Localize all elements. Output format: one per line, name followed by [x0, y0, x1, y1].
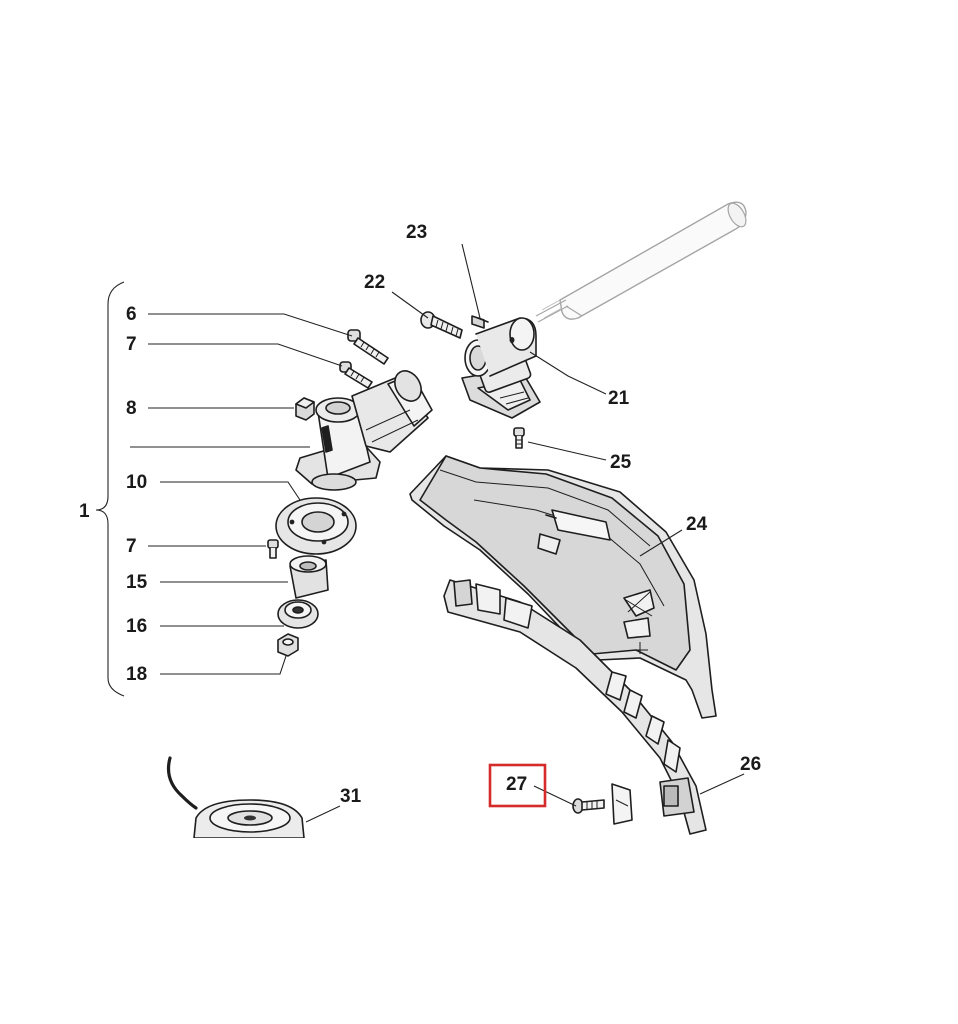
part-labels: 1 6 7 8 10 7 15 16 18 21 22 23 24 25 26 … — [79, 222, 761, 807]
part-15-cup[interactable] — [289, 555, 329, 599]
drive-shaft[interactable] — [535, 200, 750, 323]
highlight-box-part-27 — [488, 763, 547, 808]
part-25-screw[interactable] — [513, 427, 525, 449]
part-7-screw-lower[interactable] — [267, 539, 279, 559]
part-31-trimmer-head[interactable] — [166, 756, 305, 839]
label-27: 27 — [506, 774, 527, 795]
part-6-bolt[interactable] — [347, 329, 389, 365]
label-8: 8 — [126, 398, 137, 419]
part-8-grease-nut[interactable] — [295, 397, 315, 421]
leader-lines — [130, 243, 745, 823]
label-23: 23 — [406, 222, 427, 243]
label-group: 1 — [79, 501, 90, 522]
label-7-upper: 7 — [126, 334, 137, 355]
part-27-screw[interactable] — [572, 783, 633, 825]
label-21: 21 — [608, 388, 630, 409]
drawing-clip — [0, 838, 958, 1024]
label-10: 10 — [126, 472, 147, 493]
label-15: 15 — [126, 572, 148, 593]
label-31: 31 — [340, 786, 362, 807]
label-24: 24 — [686, 514, 708, 535]
part-7-bolt-upper[interactable] — [339, 361, 373, 389]
label-26: 26 — [740, 754, 761, 775]
label-25: 25 — [610, 452, 632, 473]
label-22: 22 — [364, 272, 385, 293]
label-7-lower: 7 — [126, 536, 137, 557]
part-10-flange[interactable] — [275, 497, 357, 555]
part-24-guard[interactable] — [409, 455, 717, 719]
group-bracket — [95, 281, 125, 697]
label-16: 16 — [126, 616, 147, 637]
part-21-shaft-clamp[interactable] — [461, 317, 541, 419]
label-18: 18 — [126, 664, 147, 685]
part-16-washer[interactable] — [277, 599, 319, 629]
gearbox-head[interactable] — [295, 366, 433, 491]
part-23-screw[interactable] — [471, 315, 489, 329]
label-6: 6 — [126, 304, 137, 325]
part-18-nut[interactable] — [277, 633, 299, 657]
part-22-bolt[interactable] — [420, 311, 463, 339]
part-26-cutter-strip[interactable] — [443, 579, 707, 835]
